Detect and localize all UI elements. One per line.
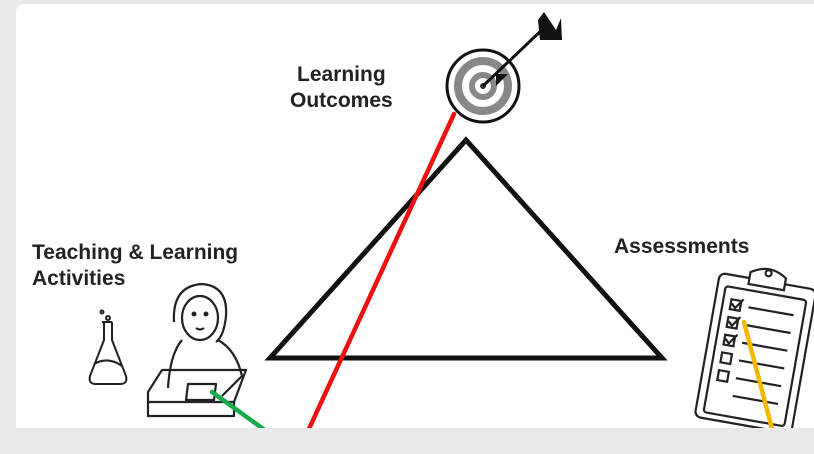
alignment-triangle xyxy=(264,136,668,361)
flask-icon xyxy=(88,309,128,385)
assessments-label: Assessments xyxy=(614,234,749,260)
assessments-text: Assessments xyxy=(614,235,750,258)
diagram-panel: Learning Outcomes Teaching & Learning Ac… xyxy=(16,4,814,428)
learning-outcomes-line2: Outcomes xyxy=(290,89,393,112)
diagram-art xyxy=(88,12,814,428)
green-annotation-line xyxy=(209,389,266,428)
teaching-activities-line2: Activities xyxy=(32,267,126,290)
teaching-activities-line1: Teaching & Learning xyxy=(32,241,239,264)
person-at-desk-icon xyxy=(146,282,248,418)
learning-outcomes-label: Learning Outcomes xyxy=(290,62,393,114)
target-icon xyxy=(445,12,562,124)
yellow-annotation-line xyxy=(741,319,775,428)
clipboard-checklist-icon xyxy=(694,267,814,428)
red-annotation-line xyxy=(306,111,457,428)
teaching-activities-label: Teaching & Learning Activities xyxy=(32,240,238,292)
learning-outcomes-line1: Learning xyxy=(297,63,386,86)
